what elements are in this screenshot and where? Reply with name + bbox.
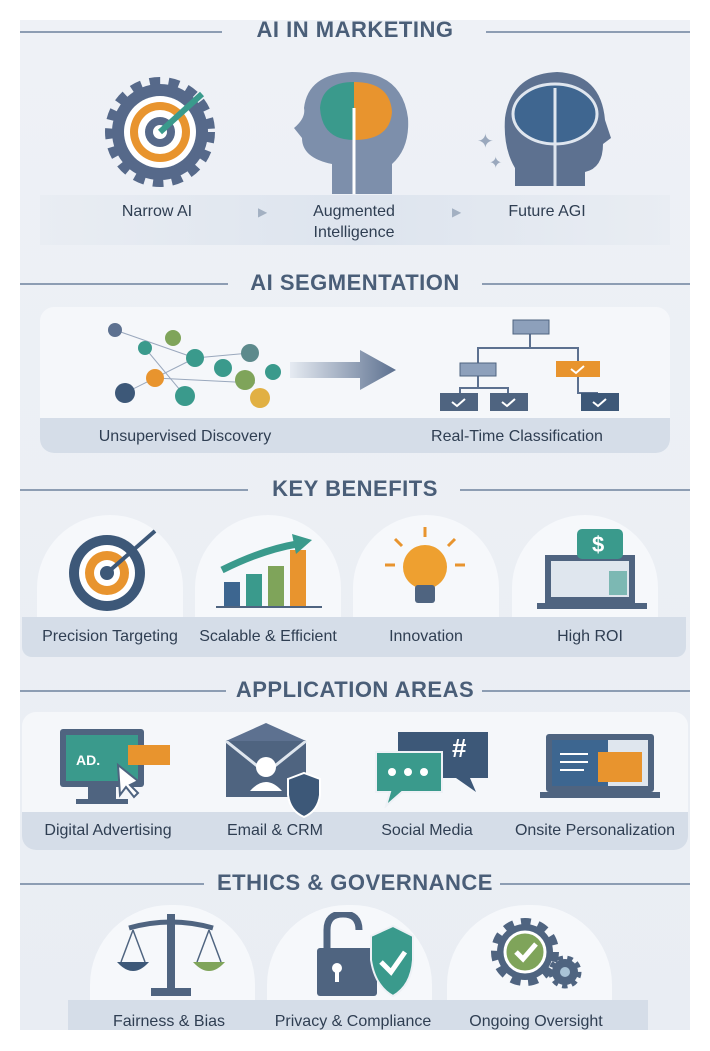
target-arrow-icon (69, 529, 157, 611)
label-onsite-personalization: Onsite Personalization (514, 822, 676, 839)
label-fairness-bias: Fairness & Bias (112, 1013, 226, 1030)
section-title-segmentation: AI SEGMENTATION (250, 270, 460, 295)
divider (482, 690, 690, 692)
divider (482, 283, 690, 285)
svg-text:$: $ (592, 532, 604, 557)
label-precision-targeting: Precision Targeting (42, 628, 178, 645)
label-band (40, 195, 670, 245)
section-title-marketing: AI IN MARKETING (256, 17, 454, 42)
divider (20, 283, 228, 285)
divider (20, 690, 226, 692)
label-scalable-efficient: Scalable & Efficient (199, 628, 337, 645)
label-band (68, 1000, 648, 1030)
gear-oversight-icon (491, 918, 582, 989)
arrow-right-icon: ▶ (258, 205, 268, 219)
label-augmented-intelligence: Augmented Intelligence (313, 203, 395, 241)
label-real-time-classification: Real-Time Classification (431, 428, 603, 445)
label-social-media: Social Media (381, 822, 473, 839)
label-unsupervised-discovery: Unsupervised Discovery (98, 428, 272, 445)
svg-text:✦: ✦ (489, 155, 502, 172)
augmented-brain-head-icon (294, 72, 409, 194)
divider (20, 489, 248, 491)
hashtag-icon-text: # (452, 733, 467, 763)
label-band (22, 617, 686, 657)
arrow-right-icon: ▶ (452, 205, 462, 219)
label-digital-advertising: Digital Advertising (44, 822, 172, 839)
label-ongoing-oversight: Ongoing Oversight (469, 1013, 603, 1030)
lock-shield-check-icon (317, 912, 414, 998)
scales-of-justice-icon (117, 914, 225, 996)
section-title-ethics: ETHICS & GOVERNANCE (217, 870, 493, 895)
label-email-crm: Email & CRM (226, 822, 324, 839)
gear-target-icon (105, 77, 215, 187)
divider (486, 31, 690, 33)
section-title-applications: APPLICATION AREAS (235, 677, 475, 702)
growth-bar-chart-icon (216, 534, 322, 608)
section-title-benefits: KEY BENEFITS (272, 476, 438, 501)
agi-brain-head-icon: ✦✦ (477, 72, 611, 186)
svg-text:✦: ✦ (477, 131, 494, 153)
divider (20, 883, 204, 885)
digital-ad-monitor-icon (60, 729, 170, 804)
label-privacy-compliance: Privacy & Compliance (274, 1013, 432, 1030)
onsite-personalization-monitor-icon (540, 734, 660, 798)
cluster-network-icon (108, 323, 281, 408)
label-innovation: Innovation (389, 628, 463, 645)
label-high-roi: High ROI (557, 628, 623, 645)
segmentation-panel (40, 307, 670, 453)
divider (500, 883, 690, 885)
social-media-chat-icon (375, 732, 488, 808)
divider (460, 489, 690, 491)
label-narrow-ai: Narrow AI (121, 203, 193, 220)
divider (20, 31, 222, 33)
lightbulb-icon (385, 527, 465, 603)
label-future-agi: Future AGI (508, 203, 586, 220)
ad-icon-text: AD. (76, 752, 101, 768)
arrow-right-icon (290, 350, 396, 390)
laptop-roi-icon: $ (537, 529, 647, 609)
email-crm-icon (225, 723, 321, 818)
classification-tree-icon (440, 319, 619, 411)
